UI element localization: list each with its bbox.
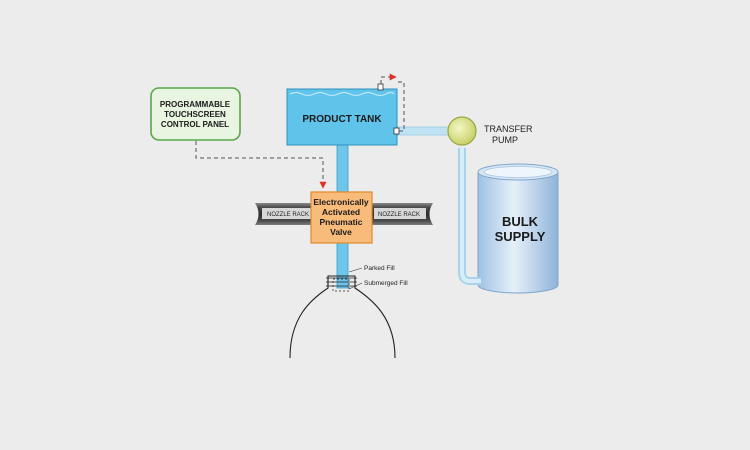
- control-panel-label-line2: TOUCHSCREEN: [164, 110, 226, 119]
- control-panel-label-line3: CONTROL PANEL: [161, 120, 229, 129]
- valve-label-line1: Electronically: [313, 197, 369, 207]
- tank-side-signal: [396, 81, 405, 132]
- tank-level-sensor: [377, 83, 384, 91]
- bulk-supply-label-line2: SUPPLY: [495, 229, 546, 244]
- nozzle-rack-label-right: NOZZLE RACK: [378, 212, 420, 218]
- valve-label-line2: Activated: [322, 207, 360, 217]
- bulk-supply-tank: BULK SUPPLY: [477, 163, 559, 294]
- signal-lines: [195, 73, 405, 189]
- transfer-pump-label-line2: PUMP: [492, 135, 518, 145]
- parked-fill-label: Parked Fill: [364, 265, 395, 272]
- bulk-supply-label-line1: BULK: [502, 214, 539, 229]
- panel-to-valve-signal: [195, 141, 327, 189]
- pneumatic-valve: Electronically Activated Pneumatic Valve: [310, 191, 373, 244]
- valve-label-line3: Pneumatic: [320, 217, 363, 227]
- product-tank: PRODUCT TANK: [286, 88, 398, 146]
- transfer-pump: [447, 116, 477, 146]
- fill-level-marker: [332, 278, 350, 292]
- tank-level-signal: [380, 73, 397, 84]
- control-panel: PROGRAMMABLE TOUCHSCREEN CONTROL PANEL: [150, 87, 241, 141]
- transfer-pump-label-line1: TRANSFER: [484, 124, 533, 134]
- nozzle-rack: NOZZLE RACK NOZZLE RACK: [255, 203, 433, 225]
- valve-label-line4: Valve: [330, 227, 352, 237]
- tank-outlet-port: [393, 127, 400, 135]
- fill-callouts: Parked Fill Submerged Fill: [348, 265, 408, 290]
- nozzle-rack-label-left: NOZZLE RACK: [267, 212, 309, 218]
- bottle: [289, 275, 396, 359]
- product-tank-label: PRODUCT TANK: [302, 114, 382, 125]
- control-panel-label-line1: PROGRAMMABLE: [160, 100, 231, 109]
- submerged-fill-label: Submerged Fill: [364, 280, 408, 287]
